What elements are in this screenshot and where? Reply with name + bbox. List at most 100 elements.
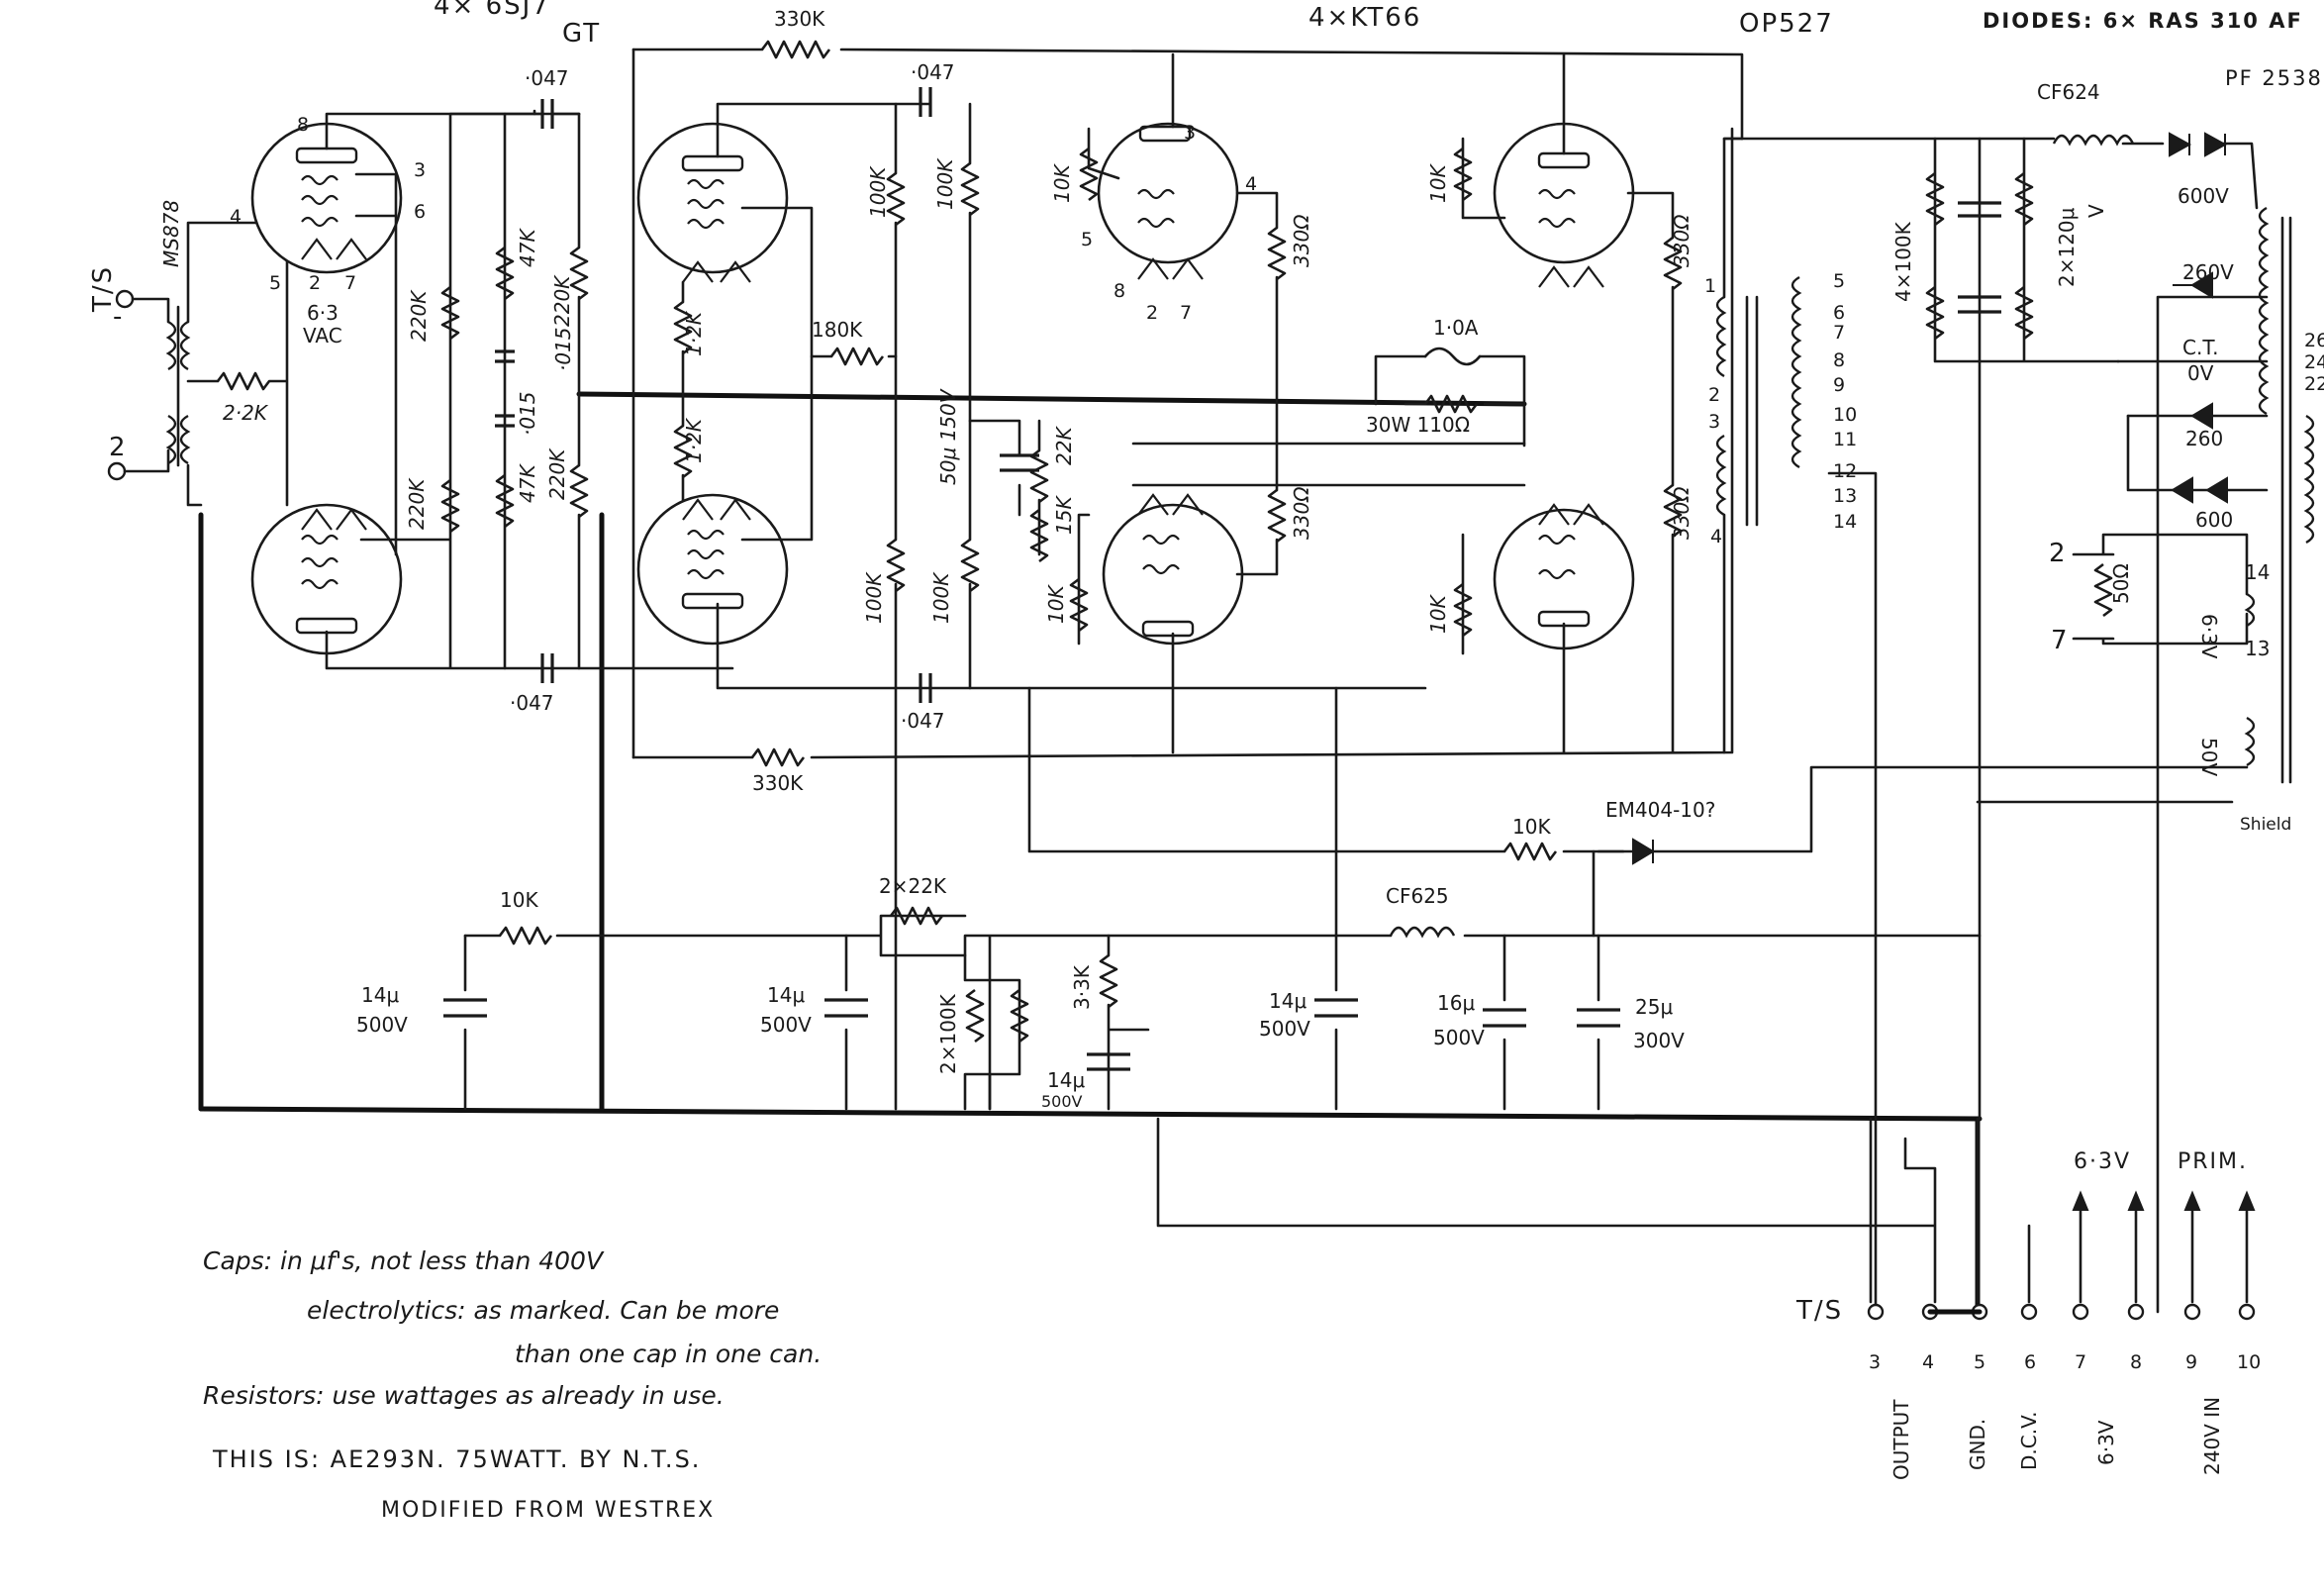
terminal-arrow-heads	[2072, 1190, 2256, 1211]
resistor-100k-c	[886, 538, 906, 593]
resistor-330ohm-c-label: 330Ω	[1670, 214, 1694, 267]
resistor-47k-b-label: 47K	[516, 463, 539, 503]
opt-primary-1: 1	[1704, 275, 1716, 297]
bias-supply-wires	[963, 934, 1150, 1111]
resistor-10k-d	[1453, 582, 1473, 638]
resistor-3-3k-label: 3·3K	[1070, 964, 1094, 1010]
svg-text:9: 9	[2185, 1351, 2197, 1373]
input-transformer-label: MS878	[159, 200, 183, 267]
feedback-bottom-wire	[631, 127, 1734, 759]
svg-text:D.C.V.: D.C.V.	[2017, 1411, 2041, 1470]
cap-14u-b-label: 14μ	[767, 983, 805, 1007]
resistor-180k	[829, 347, 885, 366]
terminal-strip-label: T/S	[1795, 1296, 1843, 1326]
ts-input-label: T/S	[88, 265, 118, 313]
cap-015-b-label: ·015	[516, 391, 539, 436]
v1-pin-4: 4	[230, 206, 242, 228]
terminal-7[interactable]	[2072, 1303, 2089, 1321]
caps-2x120u-label: 2×120μ	[2055, 207, 2079, 287]
resistor-3-3k	[1099, 953, 1118, 1009]
input-terminal-2[interactable]	[107, 461, 127, 481]
resistor-1-2k-a	[673, 300, 693, 355]
svg-text:10: 10	[2237, 1351, 2261, 1373]
opt-primary-2: 2	[1708, 384, 1720, 406]
input-pin2-label: 2	[109, 433, 128, 462]
cap-047-top-mid-label: ·047	[911, 60, 955, 84]
heater-pin13-label: 13	[2245, 637, 2270, 660]
psu-0v-label: 0V	[2187, 361, 2214, 385]
psu-260-label: 260	[2185, 427, 2223, 450]
resistor-2-2k	[216, 371, 287, 391]
resistor-330ohm-a	[1267, 226, 1287, 281]
resistor-100k-d	[960, 538, 980, 593]
note-resistors: Resistors: use wattages as already in us…	[203, 1381, 725, 1410]
resistor-100k-psu-b	[1925, 285, 1945, 341]
resistor-1-2k-b-label: 1·2K	[682, 417, 706, 463]
input-terminal-minus[interactable]	[115, 289, 135, 309]
resistor-1-2k-a-label: 1·2K	[682, 310, 706, 356]
resistor-100k-b-label: 100K	[933, 157, 957, 210]
power-transformer-label: PF 2538	[2225, 66, 2323, 90]
heater-pin14-label: 14	[2245, 560, 2270, 584]
cap-14u-d-label: 14μ	[1047, 1068, 1085, 1092]
diode-em404	[1632, 838, 1655, 865]
diodes-label: DIODES: 6× RAS 310 AF	[1983, 9, 2303, 33]
resistor-30w-label: 30W 110Ω	[1366, 413, 1470, 437]
terminal-9[interactable]	[2183, 1303, 2201, 1321]
svg-text:11: 11	[1833, 429, 1857, 450]
heater-6-3v-label: 6·3V	[2197, 614, 2221, 659]
terminal-3[interactable]	[1867, 1303, 1885, 1321]
resistor-10k-c-label: 10K	[1426, 163, 1450, 203]
terminal-names: OUTPUT GND. D.C.V. 6·3V 240V IN	[1889, 1397, 2224, 1480]
diode-260-b	[2190, 402, 2213, 430]
svg-text:OUTPUT: OUTPUT	[1889, 1399, 1913, 1480]
v1-pin-2: 2	[309, 272, 321, 294]
pot-pin7-label: 7	[2051, 626, 2070, 655]
svg-text:GND.: GND.	[1966, 1419, 1989, 1470]
tube-v4	[636, 493, 789, 646]
resistor-100k-b	[960, 161, 980, 217]
svg-text:5: 5	[1974, 1351, 1985, 1373]
resistor-220k-a-label: 220K	[407, 289, 431, 342]
svg-text:4: 4	[1922, 1351, 1934, 1373]
svg-text:10: 10	[1833, 404, 1857, 426]
heater-wires	[2072, 533, 2249, 646]
tube-v1	[250, 122, 403, 274]
svg-text:13: 13	[1833, 485, 1857, 507]
caps-2x120u	[1958, 201, 2001, 314]
cap-047-bottom-left	[540, 653, 554, 683]
caps-2x120u-v-label: V	[2084, 204, 2108, 218]
resistor-10k-em404-label: 10K	[1512, 815, 1551, 839]
resistor-10k-filter	[498, 926, 553, 945]
resistor-330ohm-d	[1663, 483, 1683, 539]
note-caps: Caps: in μf's, not less than 400V	[203, 1246, 605, 1275]
svg-text:240V IN: 240V IN	[2200, 1397, 2224, 1475]
terminal-8[interactable]	[2127, 1303, 2145, 1321]
terminal-6[interactable]	[2020, 1303, 2038, 1321]
cap-50u-label: 50μ 150V	[936, 388, 960, 485]
terminal-10[interactable]	[2238, 1303, 2256, 1321]
heater-feed-wires	[1597, 765, 2249, 853]
cap-047-bottom-left-label: ·047	[510, 691, 554, 715]
cap-015-a-label: ·015	[551, 327, 575, 371]
caps-015	[495, 349, 515, 428]
resistor-2x100k-b	[1010, 988, 1029, 1044]
terminal-feed-wires	[1156, 1117, 2031, 1304]
opt-primary-4: 4	[1710, 526, 1722, 547]
resistor-10k-a	[1079, 147, 1099, 202]
resistor-330k-top-label: 330K	[774, 7, 825, 31]
v1-pin-8: 8	[297, 114, 309, 136]
svg-text:8: 8	[1833, 349, 1845, 371]
cap-14u-a-v-label: 500V	[356, 1013, 408, 1037]
output-transformer-secondary	[1791, 275, 1802, 469]
svg-text:8: 8	[2130, 1351, 2142, 1373]
resistor-2x100k-a	[965, 988, 985, 1044]
preamp-tubes-sub-label: GT	[562, 19, 601, 49]
terminal-strip	[1867, 1303, 2256, 1321]
note-modified: MODIFIED FROM WESTREX	[381, 1498, 715, 1523]
resistor-100k-a	[886, 171, 906, 227]
psu-600v-label: 600V	[2178, 184, 2229, 208]
resistor-30w-110ohm	[1423, 394, 1479, 414]
cap-14u-d	[1087, 1052, 1130, 1071]
